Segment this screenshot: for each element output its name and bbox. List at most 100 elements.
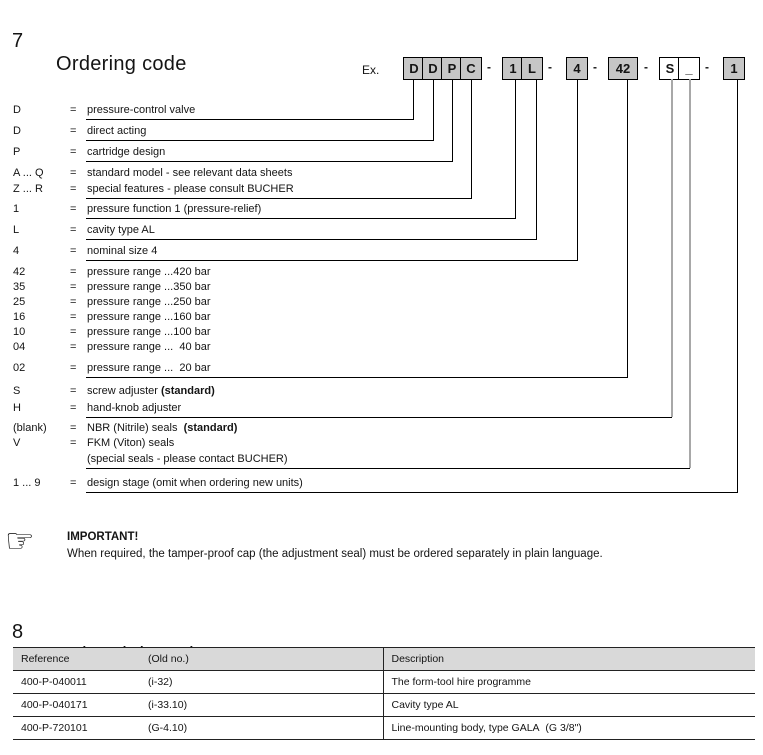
connector-line [627,79,628,377]
table-cell: Cavity type AL [382,693,755,717]
legend-equals: = [70,385,77,397]
legend-equals: = [70,296,77,308]
legend-row: A ... Q=standard model - see relevant da… [0,167,763,181]
legend-description: cavity type AL [87,224,155,236]
legend-equals: = [70,341,77,353]
legend-row: 1=pressure function 1 (pressure-relief) [0,203,763,217]
legend-code: L [13,224,20,236]
legend-equals: = [70,362,77,374]
legend-equals: = [70,477,77,489]
legend-code: 1 ... 9 [13,477,41,489]
pointing-hand-icon: ☞ [5,521,35,560]
table-cell: (G-4.10) [140,716,383,740]
legend-description: pressure range ...160 bar [87,311,211,323]
table-header-oldno: (Old no.) [140,647,383,671]
legend-underline [86,119,414,120]
legend-code: 4 [13,245,20,257]
table-row: 400-P-720101(G-4.10)Line-mounting body, … [13,716,755,740]
legend-equals: = [70,125,77,137]
legend-code: 25 [13,296,26,308]
legend-description: pressure function 1 (pressure-relief) [87,203,262,215]
code-separator-dash: - [548,60,552,74]
connector-line [689,79,691,468]
code-box-1: 1 [723,57,745,80]
legend-row: L=cavity type AL [0,224,763,238]
legend-code: 35 [13,281,26,293]
connector-line [433,79,434,140]
legend-equals: = [70,245,77,257]
section-7-title: Ordering code [56,53,187,75]
legend-code: (blank) [13,422,47,434]
code-box-c: C [460,57,482,80]
legend-underline [86,161,453,162]
legend-underline [86,468,690,469]
legend-underline [86,218,516,219]
legend-code: D [13,104,21,116]
related-data-sheets-table: Reference(Old no.)Description 400-P-0400… [13,647,755,740]
legend-row: S=screw adjuster (standard) [0,385,763,399]
legend-equals: = [70,183,77,195]
table-row: 400-P-040171(i-33.10)Cavity type AL [13,693,755,717]
legend-description: pressure range ... 20 bar [87,362,211,374]
legend-row: V = FKM (Viton) seals [0,437,763,451]
legend-row: 10=pressure range ...100 bar [0,326,763,340]
section-7-number: 7 [12,30,24,52]
legend-code: D [13,125,21,137]
table-cell: (i-32) [140,670,383,694]
code-box-blank: _ [678,57,700,80]
legend-description: pressure range ...250 bar [87,296,211,308]
example-label: Ex. [362,63,380,77]
section-8-number: 8 [12,621,24,643]
legend-row: 04=pressure range ... 40 bar [0,341,763,355]
legend-underline [86,239,537,240]
legend-code: S [13,385,21,397]
legend-description: (special seals - please contact BUCHER) [87,453,288,465]
legend-row: 02 = pressure range ... 20 bar [0,362,763,376]
section-7-heading: 7 Ordering code [0,7,186,99]
legend-equals: = [70,104,77,116]
legend-underline [86,377,628,378]
legend-equals: = [70,266,77,278]
legend-equals: = [70,146,77,158]
legend-row: D = direct acting [0,125,763,139]
connector-line [471,79,472,198]
legend-underline [86,260,578,261]
legend-description: special features - please consult BUCHER [87,183,294,195]
legend-description: FKM (Viton) seals [87,437,175,449]
legend-row: 4=nominal size 4 [0,245,763,259]
connector-line [452,79,453,161]
legend-row: (blank)=NBR (Nitrile) seals (standard) [0,422,763,436]
code-box-l: L [521,57,543,80]
legend-equals: = [70,402,77,414]
legend-description: design stage (omit when ordering new uni… [87,477,303,489]
legend-equals: = [70,437,77,449]
table-cell: The form-tool hire programme [382,670,755,694]
legend-code: P [13,146,21,158]
legend-row: D=pressure-control valve [0,104,763,118]
table-row: 400-P-040011(i-32)The form-tool hire pro… [13,670,755,694]
connector-line [413,79,414,119]
table-header-row: Reference(Old no.)Description [13,647,755,671]
legend-description: pressure range ...420 bar [87,266,211,278]
legend-equals: = [70,167,77,179]
legend-code: 02 [13,362,26,374]
connector-line [671,79,673,417]
legend-code: 04 [13,341,26,353]
connector-line [515,79,516,218]
legend-row: 25 = pressure range ...250 bar [0,296,763,310]
code-separator-dash: - [593,60,597,74]
legend-row: 16=pressure range ...160 bar [0,311,763,325]
legend-underline [86,198,472,199]
legend-code: 42 [13,266,26,278]
legend-description-bold: (standard) [160,385,215,397]
legend-code: V [13,437,21,449]
legend-description: NBR (Nitrile) seals (standard) [87,422,238,434]
legend-underline [86,492,738,493]
code-box-42: 42 [608,57,638,80]
legend-equals: = [70,281,77,293]
legend-code: Z ... R [13,183,43,195]
connector-line [577,79,578,260]
legend-description: direct acting [87,125,147,137]
legend-underline [86,140,434,141]
table-header-description: Description [382,647,755,671]
